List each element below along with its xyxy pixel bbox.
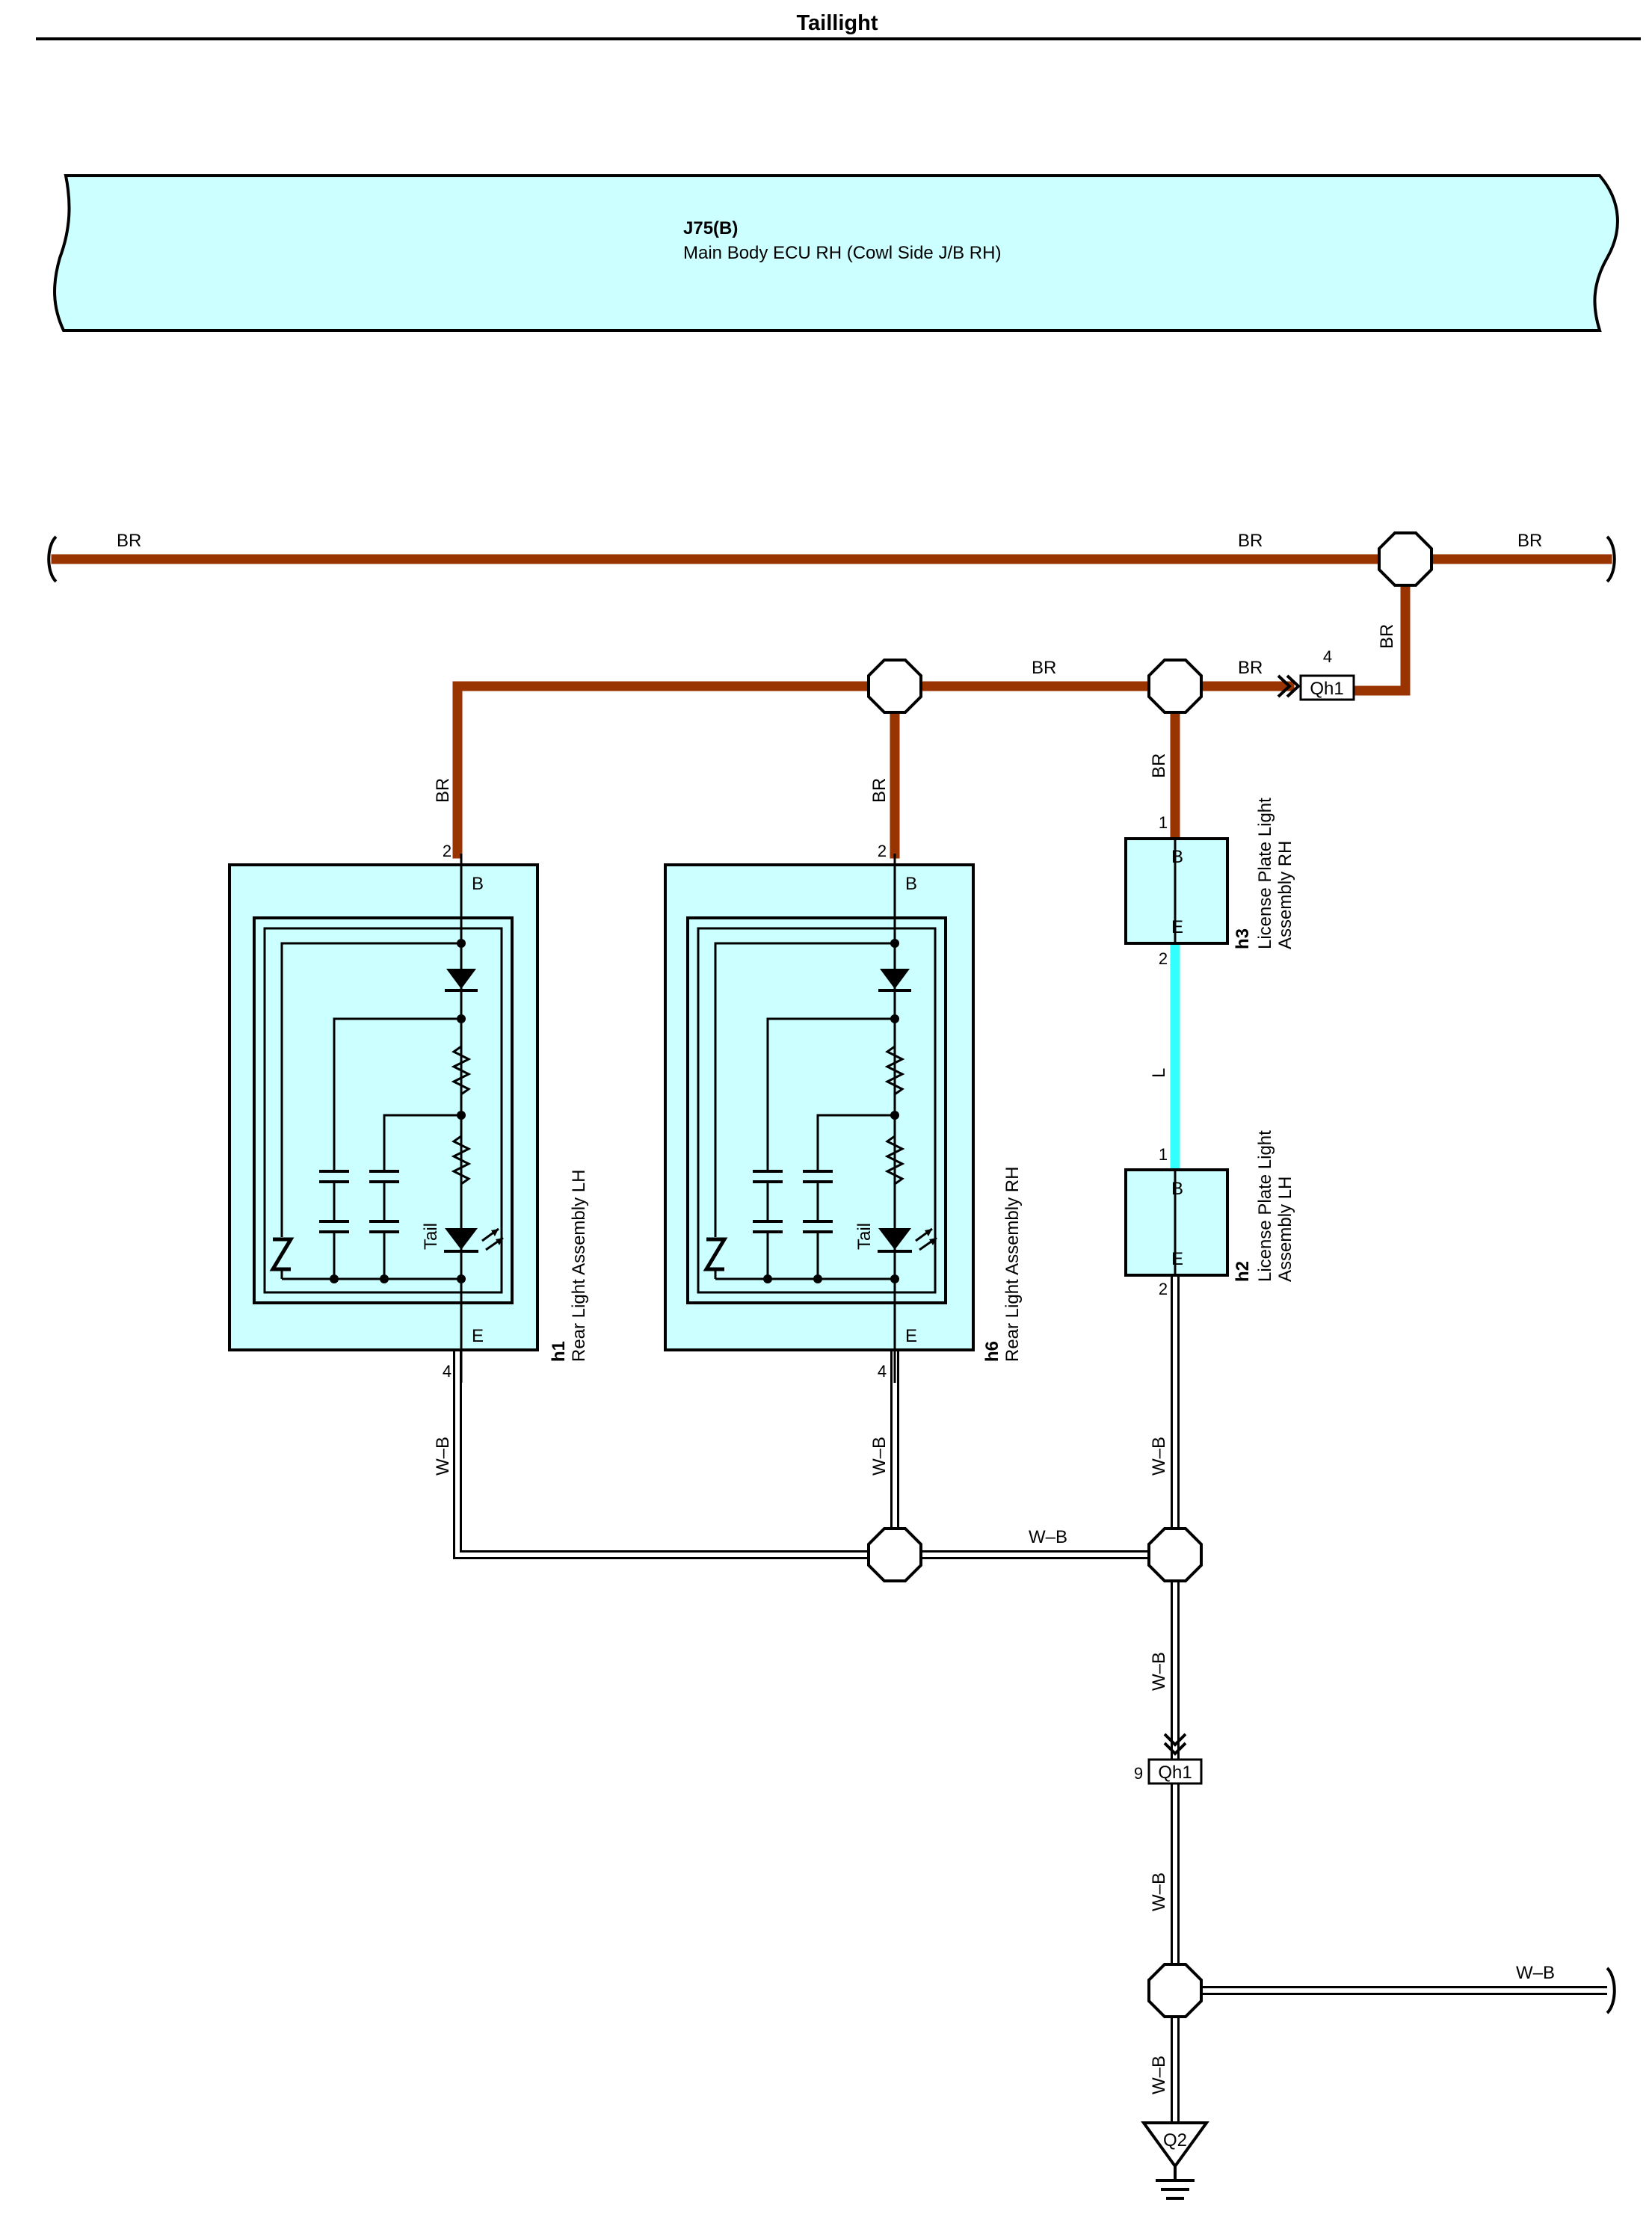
label-wb-h2: W–B <box>1149 1437 1169 1476</box>
label-br-branch-right: BR <box>1238 658 1263 678</box>
h6-pin-b: 2 <box>878 842 887 860</box>
qh1-top-label: Qh1 <box>1310 679 1343 699</box>
h3-pin-b: 1 <box>1159 813 1168 832</box>
h3-pin-e: 2 <box>1159 949 1168 968</box>
label-wb-right: W–B <box>1516 1963 1555 1983</box>
h6-tail-label: Tail <box>854 1223 875 1250</box>
label-wb-to-qh1: W–B <box>1149 1652 1169 1691</box>
component-h6: B E 2 4 Tail h6 Rear Light Assembly RH <box>664 842 1023 1383</box>
h3-term-b: B <box>1171 847 1183 867</box>
label-br-top-left: BR <box>117 531 141 551</box>
h6-term-b: B <box>905 874 917 894</box>
h2-id: h2 <box>1233 1261 1253 1282</box>
label-br-drop-right: BR <box>1377 624 1397 649</box>
label-br-h6: BR <box>869 778 890 803</box>
label-br-branch-mid: BR <box>1032 658 1056 678</box>
h6-term-e: E <box>905 1326 917 1346</box>
h3-name-line1: License Plate Light <box>1255 798 1275 949</box>
wb-wires <box>453 1275 1607 2123</box>
junction-wb-right <box>1147 1527 1203 1582</box>
h2-term-e: E <box>1171 1249 1183 1269</box>
ecu-box <box>53 174 1619 332</box>
h3-id: h3 <box>1233 928 1253 949</box>
br-wires <box>51 554 1612 859</box>
junction-wb-mid <box>867 1527 922 1582</box>
label-l-h3-h2: L <box>1149 1068 1169 1078</box>
label-br-top-mid: BR <box>1238 531 1263 551</box>
h6-name: Rear Light Assembly RH <box>1002 1167 1023 1362</box>
wire-labels: BR BR BR BR BR BR BR BR BR L W–B W–B W–B… <box>117 531 1555 2094</box>
label-wb-h6: W–B <box>869 1437 890 1476</box>
ecu-name: Main Body ECU RH (Cowl Side J/B RH) <box>683 243 1001 263</box>
label-br-top-right: BR <box>1517 531 1542 551</box>
h6-pin-e: 4 <box>878 1362 887 1381</box>
junction-wb-lower <box>1147 1963 1203 2018</box>
component-h1: B E 2 4 Tail h1 Rear Light Assembly LH <box>228 842 589 1383</box>
label-wb-h1: W–B <box>433 1437 453 1476</box>
qh1-top-pin: 4 <box>1323 647 1332 666</box>
page-title: Taillight <box>796 11 878 35</box>
label-br-h3: BR <box>1149 753 1169 778</box>
junction-br-mid <box>867 659 922 714</box>
h1-id: h1 <box>549 1341 569 1362</box>
label-wb-ground: W–B <box>1149 2056 1169 2094</box>
h2-name-line2: Assembly LH <box>1275 1177 1295 1282</box>
h1-name: Rear Light Assembly LH <box>569 1170 589 1362</box>
h1-pin-b: 2 <box>443 842 451 860</box>
connector-qh1-top: Qh1 4 <box>1277 647 1355 701</box>
component-h3: B E 1 2 h3 License Plate Light Assembly … <box>1124 798 1295 968</box>
label-wb-after-qh1: W–B <box>1149 1872 1169 1911</box>
h3-name-line2: Assembly RH <box>1275 841 1295 949</box>
qh1-bottom-pin: 9 <box>1134 1764 1143 1783</box>
junction-br-right <box>1147 659 1203 714</box>
bus-break-right <box>1606 535 1616 583</box>
ground-q2: Q2 <box>1141 2121 1209 2200</box>
h2-pin-e: 2 <box>1159 1280 1168 1298</box>
connector-qh1-bottom: Qh1 9 <box>1134 1733 1203 1785</box>
h1-pin-e: 4 <box>443 1362 451 1381</box>
h2-term-b: B <box>1171 1179 1183 1199</box>
qh1-bottom-label: Qh1 <box>1158 1763 1192 1783</box>
h1-tail-label: Tail <box>421 1223 441 1250</box>
h3-term-e: E <box>1171 917 1183 937</box>
component-h2: B E 1 2 h2 License Plate Light Assembly … <box>1124 1130 1295 1298</box>
h1-term-b: B <box>472 874 484 894</box>
junction-bus-right <box>1378 531 1433 587</box>
h2-pin-b: 1 <box>1159 1145 1168 1164</box>
label-br-h1: BR <box>433 778 453 803</box>
h2-name-line1: License Plate Light <box>1255 1130 1275 1282</box>
h1-term-e: E <box>472 1326 484 1346</box>
ground-label: Q2 <box>1163 2130 1187 2150</box>
h6-id: h6 <box>982 1341 1002 1362</box>
ecu-id: J75(B) <box>683 218 738 238</box>
bus-break-left <box>47 535 58 583</box>
label-wb-horiz: W–B <box>1029 1527 1067 1547</box>
wb-break-right <box>1606 1967 1616 2014</box>
